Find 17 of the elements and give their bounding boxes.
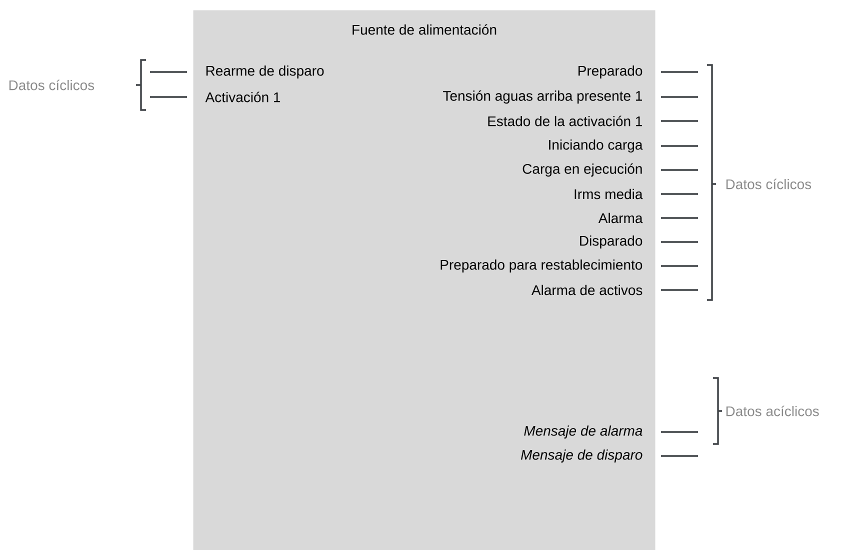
signal-label: Preparado bbox=[578, 65, 642, 79]
signal-label: Iniciando carga bbox=[549, 139, 643, 153]
message-label: Mensaje de alarma bbox=[524, 425, 642, 439]
signal-label: Carga en ejecución bbox=[522, 163, 642, 177]
signal-label: Rearme de disparo bbox=[206, 65, 324, 79]
data-type-label: Datos cíclicos bbox=[9, 80, 94, 90]
signal-label: Alarma de activos bbox=[532, 284, 642, 296]
data-type-label: Datos cíclicos bbox=[726, 178, 812, 190]
message-label: Mensaje de disparo bbox=[521, 449, 642, 463]
signal-label: Disparado bbox=[580, 235, 642, 249]
signal-label: Irms media bbox=[574, 188, 643, 200]
signal-label: Alarma bbox=[598, 212, 643, 224]
signal-label: Estado de la activación 1 bbox=[488, 116, 642, 126]
data-type-label: Datos acíclicos bbox=[726, 406, 819, 416]
signal-label: Tensión aguas arriba presente 1 bbox=[443, 90, 642, 104]
signal-label: Preparado para restablecimiento bbox=[440, 259, 642, 273]
signal-label: Activación 1 bbox=[205, 92, 280, 102]
